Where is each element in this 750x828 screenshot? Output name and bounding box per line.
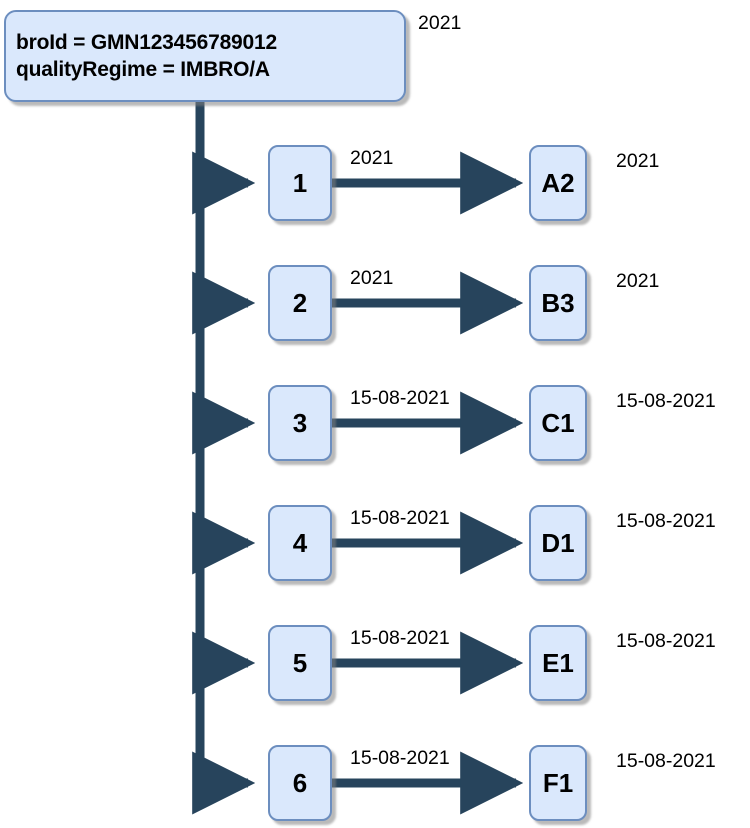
side-label-1: 2021 — [616, 150, 660, 172]
right-node-6[interactable]: F1 — [529, 745, 587, 821]
edge-label-1: 2021 — [350, 147, 394, 169]
side-label-3: 15-08-2021 — [616, 390, 716, 412]
edge-label-3: 15-08-2021 — [350, 387, 450, 409]
side-label-5: 15-08-2021 — [616, 630, 716, 652]
left-node-6[interactable]: 6 — [268, 745, 332, 821]
branch-connector-6 — [192, 751, 256, 815]
edge-label-2: 2021 — [350, 267, 394, 289]
root-node-line-2: qualityRegime = IMBRO/A — [16, 58, 270, 81]
side-label-6: 15-08-2021 — [616, 750, 716, 772]
root-side-label: 2021 — [418, 12, 462, 34]
side-label-2: 2021 — [616, 270, 660, 292]
branch-connector-5 — [192, 631, 256, 695]
edge-label-5: 15-08-2021 — [350, 627, 450, 649]
right-node-2[interactable]: B3 — [529, 265, 587, 341]
branch-connector-1 — [192, 151, 256, 215]
left-node-4[interactable]: 4 — [268, 505, 332, 581]
right-node-5[interactable]: E1 — [529, 625, 587, 701]
right-node-4[interactable]: D1 — [529, 505, 587, 581]
branch-connector-2 — [192, 271, 256, 335]
left-node-1[interactable]: 1 — [268, 145, 332, 221]
side-label-4: 15-08-2021 — [616, 510, 716, 532]
left-node-3[interactable]: 3 — [268, 385, 332, 461]
branch-connector-4 — [192, 511, 256, 575]
edge-label-4: 15-08-2021 — [350, 507, 450, 529]
root-node-line-1: broId = GMN123456789012 — [16, 30, 277, 54]
left-node-2[interactable]: 2 — [268, 265, 332, 341]
right-node-1[interactable]: A2 — [529, 145, 587, 221]
edge-label-6: 15-08-2021 — [350, 747, 450, 769]
root-node[interactable]: broId = GMN123456789012 qualityRegime = … — [4, 10, 406, 102]
root-node-text: broId = GMN123456789012 qualityRegime = … — [16, 29, 277, 84]
left-node-5[interactable]: 5 — [268, 625, 332, 701]
branch-connector-3 — [192, 391, 256, 455]
right-node-3[interactable]: C1 — [529, 385, 587, 461]
